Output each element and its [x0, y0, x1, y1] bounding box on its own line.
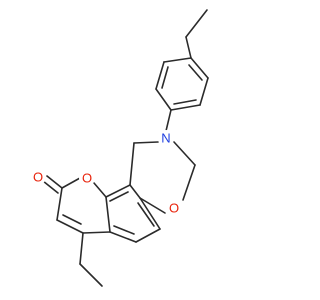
bond-o-c8a [139, 197, 166, 214]
bond-phenyl-4 [155, 88, 172, 111]
carbonyl-oxygen-atom: O [30, 169, 46, 185]
bond-c8a-c10 [129, 184, 141, 199]
bond-phenyl-6 [163, 57, 192, 63]
bond-c2-o-carbonyl [46, 175, 63, 189]
atom-label-layer: O O O N [30, 130, 182, 216]
bond-ch2-o-right [182, 164, 196, 201]
oxazine-oxygen-atom: O [166, 200, 182, 216]
lactone-oxygen-atom: O [79, 170, 95, 186]
carbonyl-oxygen-label: O [33, 170, 43, 185]
bond-phenyl-3 [170, 104, 201, 111]
bond-ethyl-top-ch2 [185, 36, 192, 59]
structure-svg: O O O N [30, 9, 209, 287]
bond-c6b-c5 [109, 231, 137, 243]
bond-c3-c4 [56, 219, 84, 234]
bond-c6-c8a [139, 197, 161, 230]
bond-ch2-c10 [129, 142, 135, 186]
bond-c6-c8a-inner [137, 202, 155, 227]
bond-phenyl-3-inner [173, 99, 197, 105]
bond-c6b-c5-inner [113, 225, 135, 235]
lactone-oxygen-label: O [82, 171, 92, 186]
oxazine-oxygen-label: O [169, 201, 179, 216]
bond-c4-c6b [82, 231, 111, 234]
bond-phenyl-2 [199, 77, 209, 106]
bond-c10a-o1 [93, 182, 107, 198]
bond-ethyl-bottom-ch3 [79, 263, 103, 287]
bond-phenyl-1 [190, 57, 209, 79]
bond-o1-c2 [61, 177, 81, 189]
molecule-diagram: O O O N [30, 9, 209, 287]
nitrogen-atom: N [158, 130, 174, 146]
bond-c10-c10a-inner [109, 191, 129, 202]
bond-n-ch2-right [173, 141, 196, 166]
bond-c2-c3 [56, 187, 63, 221]
bond-n-ch2-left [133, 141, 159, 144]
bond-phenyl-5-inner [161, 66, 169, 89]
bond-phenyl-5 [155, 61, 165, 90]
bond-phenyl-n [165, 109, 172, 132]
bond-c10a-c6b [105, 196, 111, 233]
nitrogen-label: N [161, 131, 170, 146]
bond-c5-c6 [135, 228, 161, 243]
bond-c3-c4-inner [62, 214, 82, 225]
bond-ethyl-top-ch3 [185, 9, 208, 38]
bond-ethyl-bottom-ch2 [79, 232, 84, 265]
bond-layer [42, 9, 209, 287]
bond-c10-c10a [105, 184, 131, 198]
bond-c2-o-carbonyl-inner [42, 180, 59, 194]
bond-phenyl-1-inner [188, 64, 203, 81]
